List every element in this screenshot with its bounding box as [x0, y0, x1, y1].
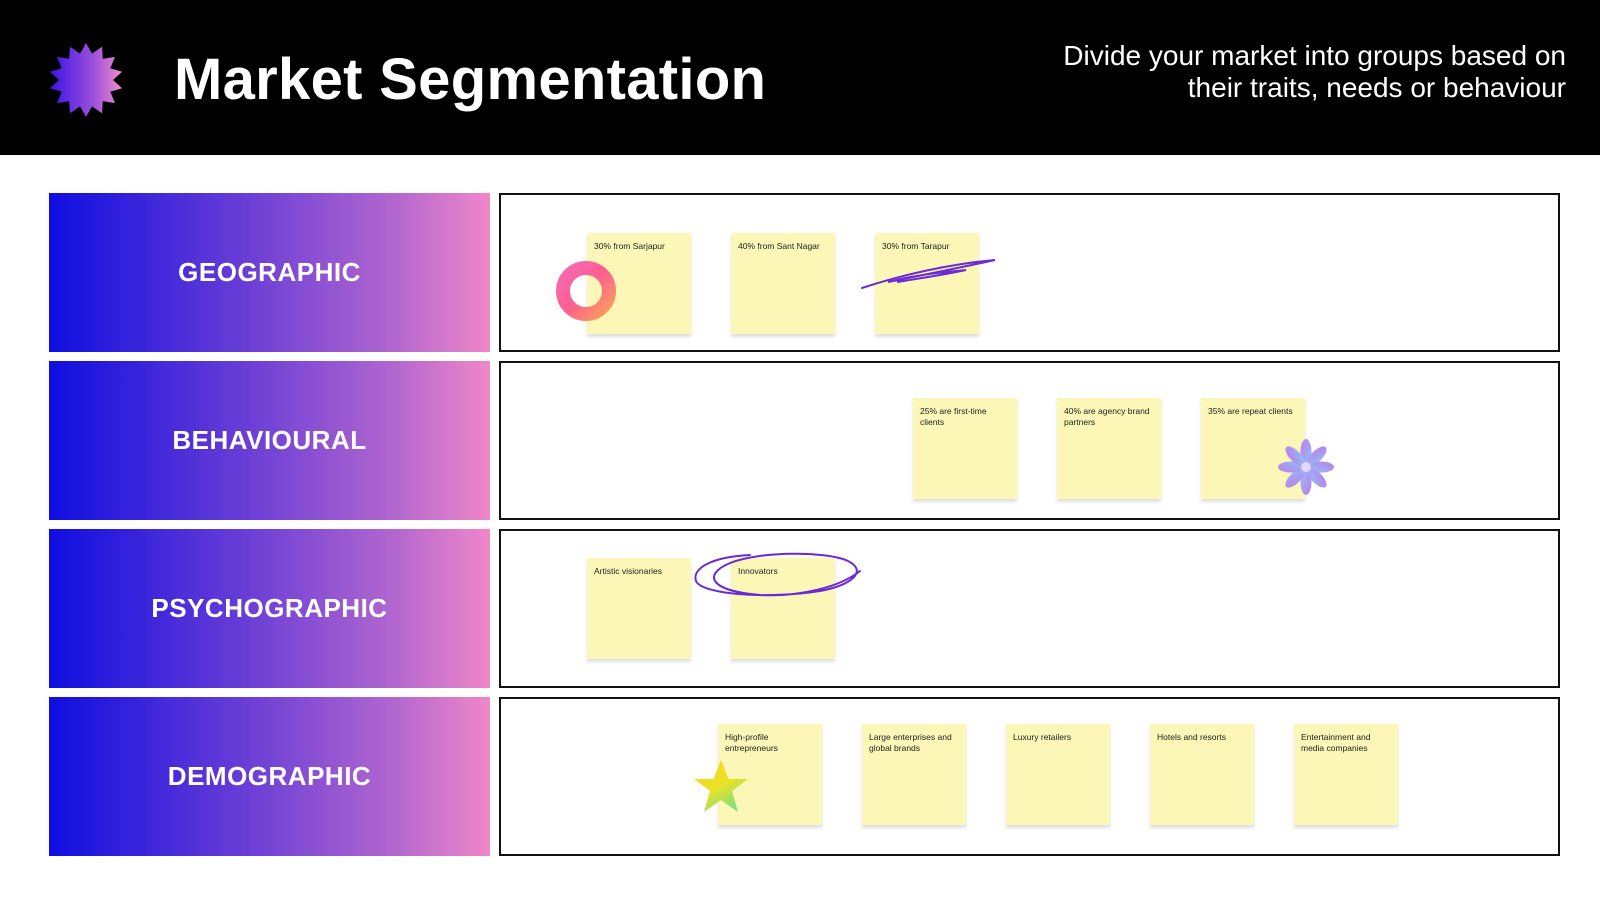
page-subtitle: Divide your market into groups based on …	[1006, 40, 1566, 104]
sticky-note[interactable]: Entertainment and media companies	[1294, 724, 1398, 825]
segment-panel-behavioural: 25% are first-time clients 40% are agenc…	[499, 361, 1560, 520]
segment-panel-psychographic: Artistic visionaries Innovators	[499, 529, 1560, 688]
flower-sticker[interactable]	[1276, 437, 1336, 497]
subtitle-line-1: Divide your market into groups based on	[1063, 40, 1566, 71]
starburst-icon	[49, 43, 123, 117]
sticky-note[interactable]: 40% are agency brand partners	[1057, 398, 1161, 499]
strikethrough-scribble[interactable]	[858, 252, 1000, 294]
sticky-note[interactable]: High-profile entrepreneurs	[718, 724, 822, 825]
sticky-note[interactable]: Hotels and resorts	[1150, 724, 1254, 825]
header-bar: Market Segmentation Divide your market i…	[0, 0, 1600, 155]
page-title: Market Segmentation	[174, 47, 767, 112]
circle-scribble[interactable]	[690, 547, 866, 603]
sticky-note[interactable]: Artistic visionaries	[587, 558, 691, 659]
segment-label-geographic: GEOGRAPHIC	[49, 193, 490, 352]
sticky-note[interactable]: Innovators	[731, 558, 835, 659]
sticky-note[interactable]: Large enterprises and global brands	[862, 724, 966, 825]
segment-panel-geographic: 30% from Sarjapur 40% from Sant Nagar 30…	[499, 193, 1560, 352]
sticky-note[interactable]: 25% are first-time clients	[913, 398, 1017, 499]
subtitle-line-2: their traits, needs or behaviour	[1187, 72, 1566, 103]
sticky-note[interactable]: 40% from Sant Nagar	[731, 233, 835, 334]
torus-shape[interactable]	[553, 258, 619, 324]
sticky-note[interactable]: Luxury retailers	[1006, 724, 1110, 825]
segment-label-psychographic: PSYCHOGRAPHIC	[49, 529, 490, 688]
segment-panel-demographic: High-profile entrepreneurs Large enterpr…	[499, 697, 1560, 856]
segment-label-demographic: DEMOGRAPHIC	[49, 697, 490, 856]
sticky-note[interactable]: 30% from Tarapur	[875, 233, 979, 334]
segment-label-behavioural: BEHAVIOURAL	[49, 361, 490, 520]
star-sticker[interactable]	[690, 757, 752, 819]
